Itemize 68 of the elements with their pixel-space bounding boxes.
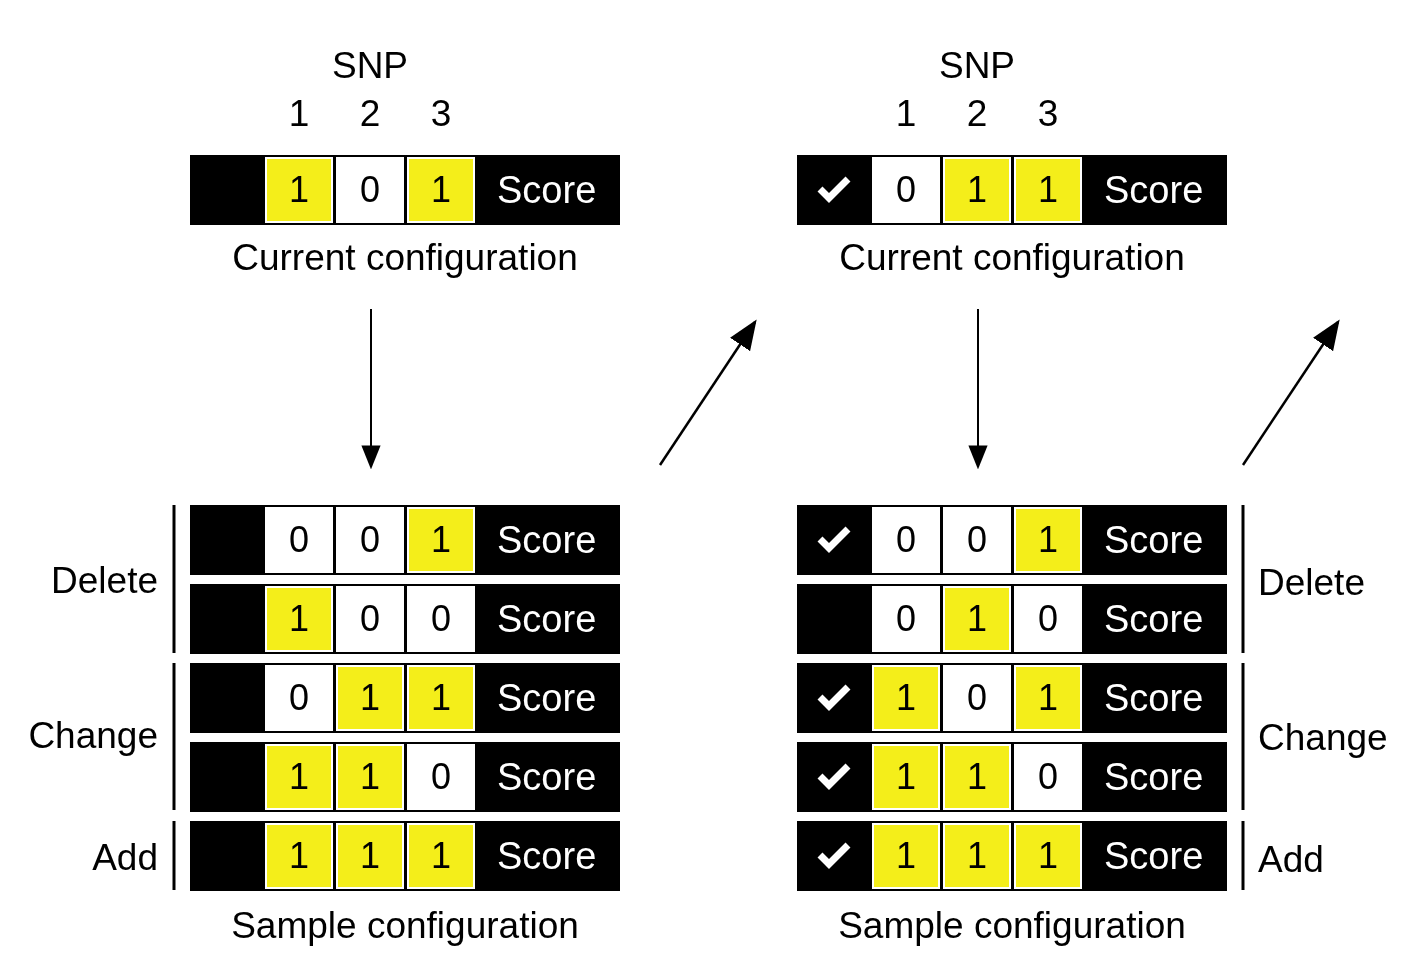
- bit-cell: 1: [1014, 823, 1082, 889]
- bit-cell: 1: [1014, 157, 1082, 223]
- bit-cell: 0: [943, 665, 1011, 731]
- bit-cell: 1: [265, 744, 333, 810]
- snp-number: 1: [895, 93, 917, 135]
- bit-cell: 1: [943, 586, 1011, 652]
- snp-number: 3: [1037, 93, 1059, 135]
- bit-cell: 0: [1014, 586, 1082, 652]
- bit-cell: 1: [265, 823, 333, 889]
- score-label: Score: [497, 756, 597, 799]
- score-label: Score: [497, 169, 597, 212]
- score-label: Score: [1104, 169, 1204, 212]
- bit-cell: 1: [336, 665, 404, 731]
- node-label: Current configuration: [231, 237, 579, 279]
- score-label: Score: [497, 598, 597, 641]
- bit-cell: 0: [407, 744, 475, 810]
- snp-number: 3: [430, 93, 452, 135]
- bit-cell: 1: [872, 823, 940, 889]
- group-label: Delete: [1258, 562, 1365, 604]
- heading: SNP: [331, 45, 409, 87]
- bit-cell: 0: [336, 586, 404, 652]
- bit-cell: 1: [872, 744, 940, 810]
- node-label: Current configuration: [838, 237, 1186, 279]
- score-label: Score: [497, 519, 597, 562]
- score-label: Score: [1104, 756, 1204, 799]
- bit-cell: 0: [407, 586, 475, 652]
- snp-number: 2: [359, 93, 381, 135]
- bit-cell: 0: [943, 507, 1011, 573]
- score-label: Score: [1104, 835, 1204, 878]
- score-label: Score: [1104, 519, 1204, 562]
- bit-cell: 1: [943, 744, 1011, 810]
- bit-cell: 1: [1014, 507, 1082, 573]
- snp-number: 2: [966, 93, 988, 135]
- bit-cell: 1: [336, 744, 404, 810]
- bit-cell: 0: [872, 586, 940, 652]
- bit-cell: 0: [1014, 744, 1082, 810]
- group-label: Change: [28, 715, 158, 757]
- group-label: Add: [92, 837, 158, 879]
- bit-cell: 1: [265, 157, 333, 223]
- bit-cell: 0: [872, 507, 940, 573]
- bit-cell: 1: [943, 157, 1011, 223]
- arrow: [968, 308, 988, 470]
- bit-cell: 0: [872, 157, 940, 223]
- bit-cell: 1: [872, 665, 940, 731]
- heading: SNP: [938, 45, 1016, 87]
- bit-cell: 0: [336, 507, 404, 573]
- score-label: Score: [497, 835, 597, 878]
- bit-cell: 1: [336, 823, 404, 889]
- arrow: [361, 308, 381, 470]
- score-label: Score: [1104, 677, 1204, 720]
- bit-cell: 1: [407, 507, 475, 573]
- bit-cell: 0: [265, 507, 333, 573]
- score-label: Score: [497, 677, 597, 720]
- bit-cell: 1: [1014, 665, 1082, 731]
- bit-cell: 0: [265, 665, 333, 731]
- group-label: Delete: [51, 560, 158, 602]
- group-label: Change: [1258, 717, 1388, 759]
- snp-number: 1: [288, 93, 310, 135]
- bit-cell: 1: [407, 823, 475, 889]
- bit-cell: 1: [407, 157, 475, 223]
- score-label: Score: [1104, 598, 1204, 641]
- bit-cell: 0: [336, 157, 404, 223]
- caption: Sample configuration: [838, 905, 1186, 947]
- group-label: Add: [1258, 839, 1324, 881]
- bit-cell: 1: [407, 665, 475, 731]
- caption: Sample configuration: [231, 905, 579, 947]
- bit-cell: 1: [265, 586, 333, 652]
- bit-cell: 1: [943, 823, 1011, 889]
